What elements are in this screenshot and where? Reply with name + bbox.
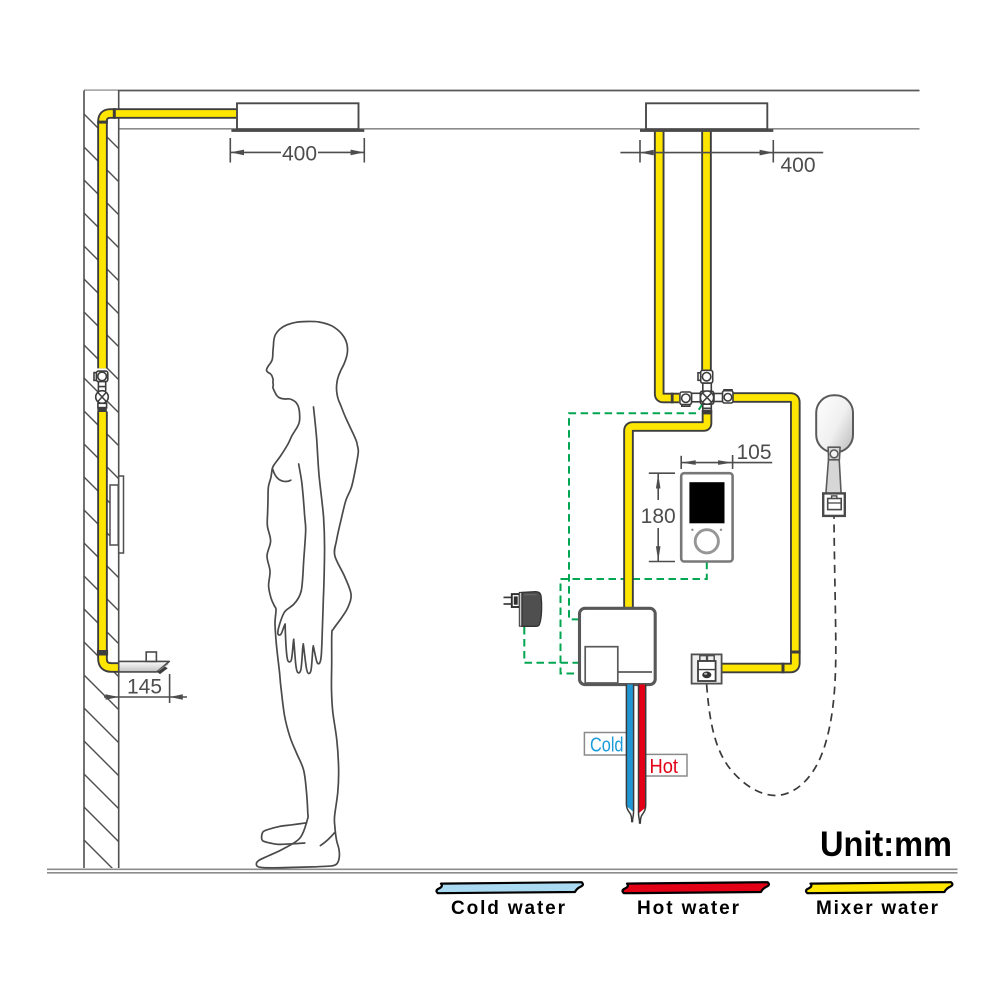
svg-text:Hot water: Hot water <box>637 898 740 919</box>
svg-text:105: 105 <box>736 441 771 464</box>
svg-text:Cold: Cold <box>590 733 624 756</box>
svg-text:Hot: Hot <box>650 755 679 778</box>
svg-text:400: 400 <box>282 142 317 165</box>
svg-text:145: 145 <box>127 676 162 699</box>
svg-text:180: 180 <box>641 505 676 528</box>
svg-text:400: 400 <box>780 154 815 177</box>
svg-text:Cold water: Cold water <box>451 898 566 919</box>
svg-text:Mixer water: Mixer water <box>816 898 939 919</box>
svg-text:Unit:mm: Unit:mm <box>820 825 952 864</box>
